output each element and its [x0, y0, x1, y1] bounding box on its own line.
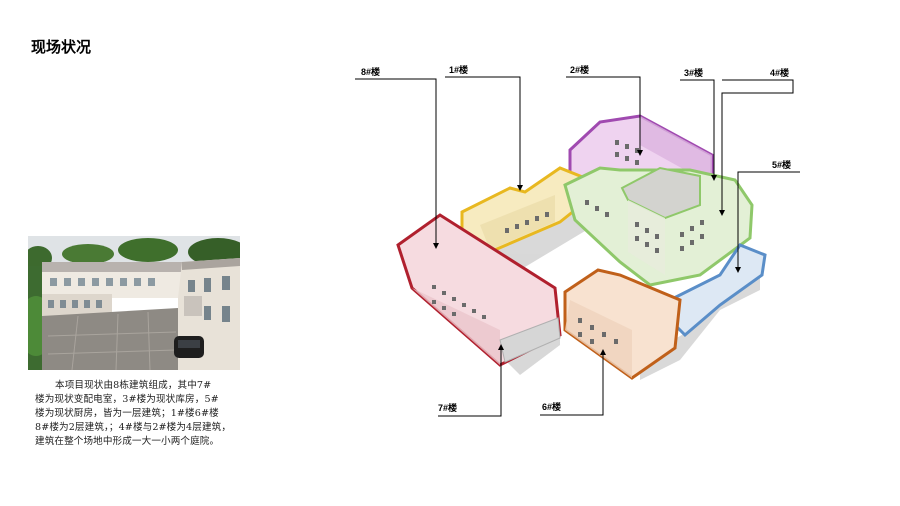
building-diagram: 8#楼 1#楼 2#楼 3#楼 4#楼 5#楼 7#楼 6#楼 — [340, 55, 900, 455]
description-line-4: 8#楼为2层建筑，；4#楼与2#楼为4层建筑， — [35, 422, 232, 433]
description-line-3: 楼为现状厨房，皆为一层建筑；1#楼6#楼 — [35, 408, 219, 419]
label-building-5: 5#楼 — [772, 159, 791, 170]
label-building-1: 1#楼 — [449, 64, 468, 75]
label-building-2: 2#楼 — [570, 64, 589, 75]
page-title: 现场状况 — [31, 39, 92, 56]
leader-line-4 — [719, 79, 794, 216]
leader-line-8 — [355, 78, 439, 249]
description-line-2: 楼为现状变配电室，3#楼为现状库房，5# — [35, 394, 219, 405]
description-line-5: 建筑在整个场地中形成一大一小两个庭院。 — [35, 436, 220, 447]
label-building-3: 3#楼 — [684, 67, 703, 78]
description-line-1: 本项目现状由8栋建筑组成，其中7# — [55, 380, 212, 391]
leader-line-6 — [540, 349, 606, 416]
leader-line-7 — [438, 344, 504, 417]
description-text: 本项目现状由8栋建筑组成，其中7# 楼为现状变配电室，3#楼为现状库房，5# 楼… — [35, 379, 241, 449]
leader-line-1 — [445, 76, 523, 191]
site-photo — [28, 236, 240, 370]
building-7[interactable] — [499, 317, 561, 363]
leader-line-3 — [680, 79, 717, 181]
label-building-7: 7#楼 — [438, 402, 457, 413]
building-4[interactable] — [563, 166, 754, 287]
leader-line-5 — [735, 171, 800, 273]
building-6[interactable] — [563, 268, 682, 380]
leader-line-2 — [566, 76, 643, 156]
label-building-4: 4#楼 — [770, 67, 789, 78]
label-building-6: 6#楼 — [542, 401, 561, 412]
label-building-8: 8#楼 — [361, 66, 380, 77]
